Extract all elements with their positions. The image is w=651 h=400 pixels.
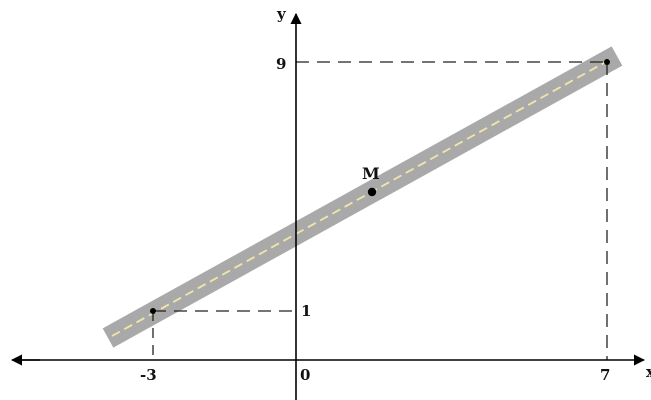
point-m-label: M xyxy=(362,164,380,183)
tick-label-x-right: 7 xyxy=(600,366,610,384)
tick-label-x-left: -3 xyxy=(140,366,157,384)
tick-label-y-low: 1 xyxy=(301,302,311,320)
y-axis-label: y xyxy=(276,5,287,23)
origin-label: 0 xyxy=(300,366,310,384)
x-axis-label: x xyxy=(646,363,651,381)
point-lower xyxy=(150,308,156,314)
point-m xyxy=(367,187,377,197)
road-centerline xyxy=(111,57,614,337)
point-upper xyxy=(604,59,610,65)
tick-label-y-high: 9 xyxy=(276,55,286,73)
